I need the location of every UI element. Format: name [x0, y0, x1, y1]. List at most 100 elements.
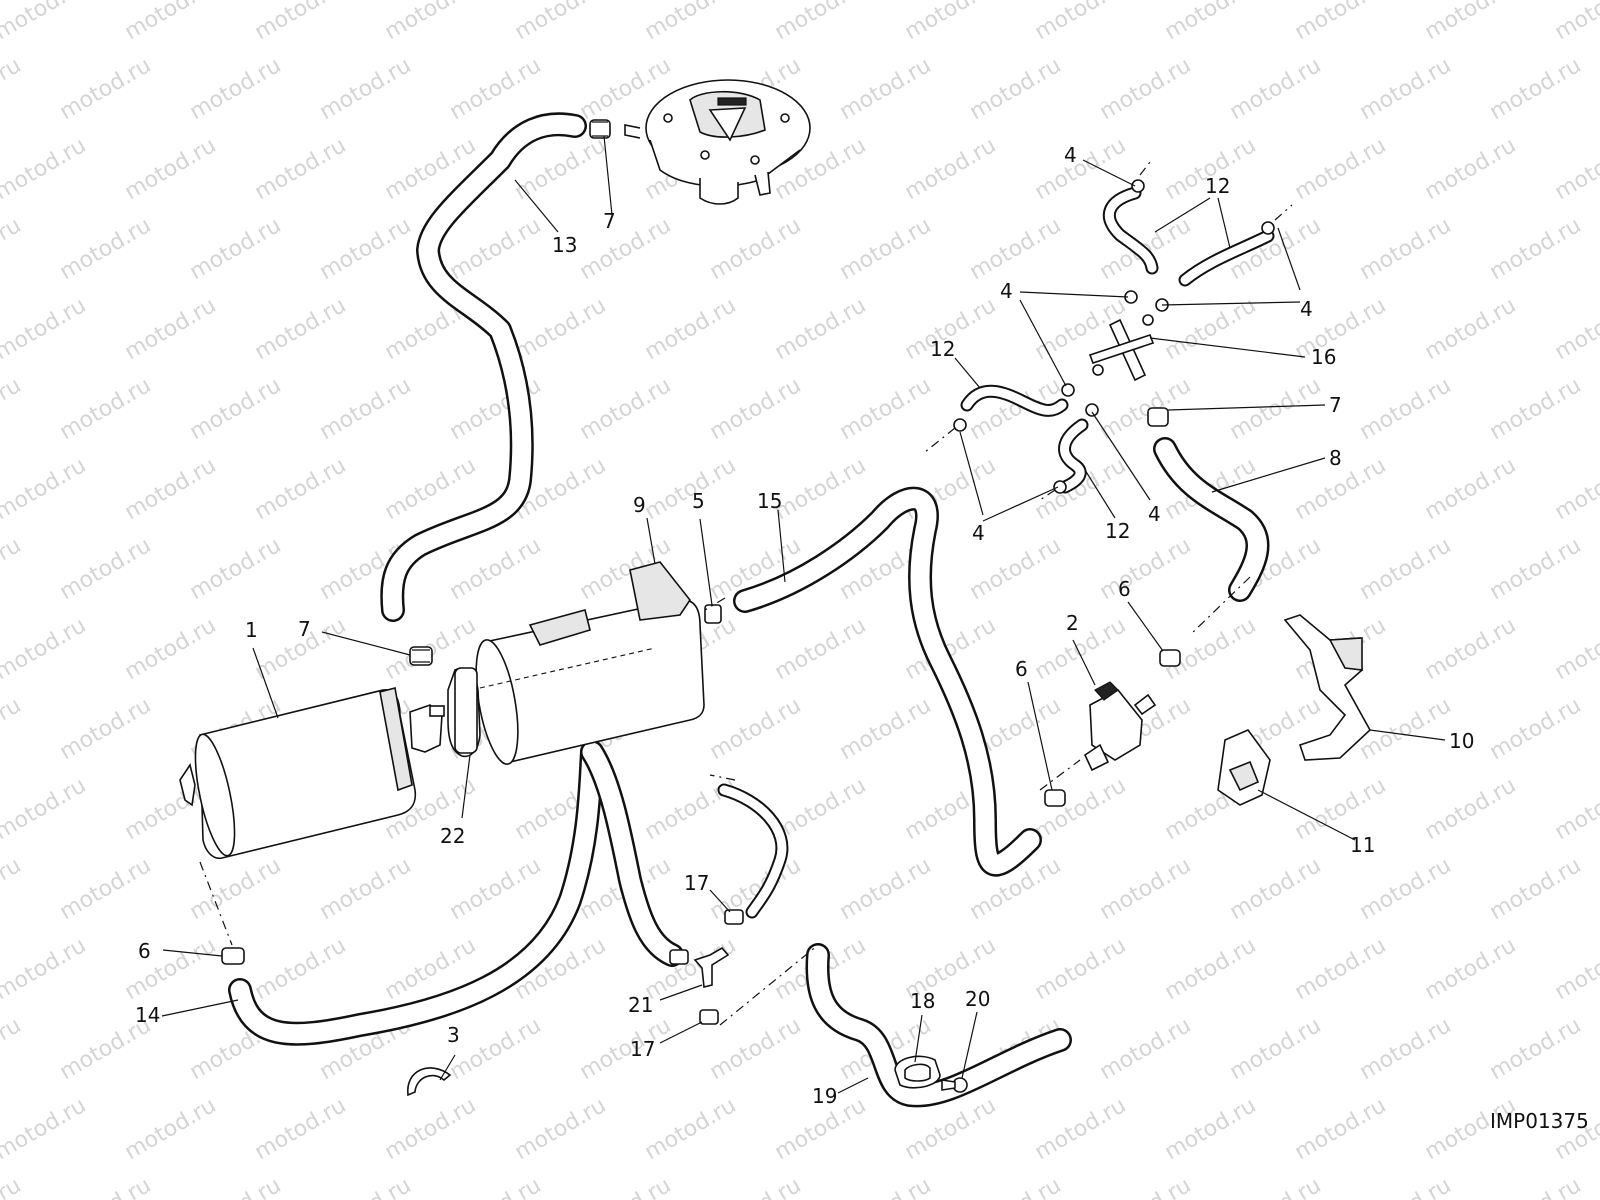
watermark-text: motod.ru — [0, 613, 90, 685]
watermark-text: motod.ru — [121, 133, 221, 205]
gasket-22 — [454, 667, 478, 754]
watermark-text: motod.ru — [1421, 133, 1521, 205]
watermark-text: motod.ru — [1096, 533, 1196, 605]
callout-16: 16 — [1311, 345, 1336, 369]
watermark-text: motod.ru — [1421, 773, 1521, 845]
callouts: 1 2 3 4 4 4 4 4 5 6 6 6 7 7 7 8 9 10 11 … — [135, 143, 1474, 1108]
watermark-text: motod.ru — [836, 1173, 936, 1200]
clamps-4 — [953, 179, 1275, 494]
callout-4-top: 4 — [1064, 143, 1077, 167]
callout-22: 22 — [440, 824, 465, 848]
callout-4-lower: 4 — [972, 521, 985, 545]
watermark-text: motod.ru — [121, 1093, 221, 1165]
watermark-text: motod.ru — [251, 1093, 351, 1165]
watermark-text: motod.ru — [1421, 293, 1521, 365]
watermark-text: motod.ru — [1031, 933, 1131, 1005]
watermark-text: motod.ru — [576, 1013, 676, 1085]
watermark-text: motod.ru — [0, 933, 90, 1005]
watermark-text: motod.ru — [446, 1013, 546, 1085]
callout-9: 9 — [633, 493, 646, 517]
callout-19: 19 — [812, 1084, 837, 1108]
callout-14: 14 — [135, 1003, 160, 1027]
watermark-text: motod.ru — [251, 933, 351, 1005]
fuel-filler-cap — [624, 79, 811, 205]
callout-18: 18 — [910, 989, 935, 1013]
callout-2: 2 — [1066, 611, 1079, 635]
watermark-text: motod.ru — [706, 1173, 806, 1200]
watermark-text: motod.ru — [56, 1173, 156, 1200]
watermark-text: motod.ru — [316, 213, 416, 285]
clamp-18 — [894, 1055, 941, 1089]
watermark-text: motod.ru — [1421, 613, 1521, 685]
watermark-text: motod.ru — [121, 933, 221, 1005]
clip-3 — [407, 1067, 452, 1097]
watermark-text: motod.ru — [0, 773, 90, 845]
watermark-text: motod.ru — [186, 533, 286, 605]
watermark-text: motod.ru — [1356, 213, 1456, 285]
watermark-text: motod.ru — [511, 0, 611, 45]
watermark-text: motod.ru — [641, 453, 741, 525]
watermark-text: motod.ru — [966, 213, 1066, 285]
watermark-text: motod.ru — [576, 1173, 676, 1200]
watermark-text: motod.ru — [0, 853, 25, 925]
callout-12-left: 12 — [930, 337, 955, 361]
watermark-text: motod.ru — [1551, 0, 1600, 45]
watermark-text: motod.ru — [1031, 0, 1131, 45]
watermark-text: motod.ru — [56, 533, 156, 605]
watermark-text: motod.ru — [1356, 1173, 1456, 1200]
center-lines — [199, 161, 1293, 1026]
watermark-text: motod.ru — [186, 373, 286, 445]
callout-1: 1 — [245, 618, 258, 642]
callout-7-tee: 7 — [1329, 393, 1342, 417]
callout-6-mid: 6 — [1015, 657, 1028, 681]
callout-17-bottom: 17 — [630, 1037, 655, 1061]
watermark-text: motod.ru — [251, 293, 351, 365]
watermark-text: motod.ru — [1161, 933, 1261, 1005]
clamps-6 — [221, 649, 1181, 965]
clamp-7-canister — [409, 646, 433, 666]
watermark-text: motod.ru — [771, 293, 871, 365]
watermark-text: motod.ru — [1551, 613, 1600, 685]
watermark-text: motod.ru — [186, 1173, 286, 1200]
bracket — [1283, 614, 1372, 761]
watermark-text: motod.ru — [1486, 1013, 1586, 1085]
callout-15: 15 — [757, 489, 782, 513]
callout-20: 20 — [965, 987, 990, 1011]
watermark-text: motod.ru — [966, 1173, 1066, 1200]
watermark-text: motod.ru — [1096, 853, 1196, 925]
hoses — [228, 112, 1275, 1108]
watermark-text: motod.ru — [1291, 933, 1391, 1005]
watermark-text: motod.ru — [0, 0, 90, 45]
watermark-text: motod.ru — [771, 613, 871, 685]
watermark-text: motod.ru — [1031, 133, 1131, 205]
callout-21: 21 — [628, 993, 653, 1017]
callout-17-top: 17 — [684, 871, 709, 895]
watermark-text: motod.ru — [706, 373, 806, 445]
canister — [179, 687, 445, 860]
watermark-text: motod.ru — [56, 53, 156, 125]
watermark-text: motod.ru — [966, 53, 1066, 125]
watermark-text: motod.ru — [1486, 213, 1586, 285]
watermark-text: motod.ru — [576, 373, 676, 445]
watermark-text: motod.ru — [186, 53, 286, 125]
watermark-text: motod.ru — [381, 1093, 481, 1165]
watermark-text: motod.ru — [1096, 1013, 1196, 1085]
watermark-text: motod.ru — [1031, 773, 1131, 845]
watermark-text: motod.ru — [381, 0, 481, 45]
watermark-text: motod.ru — [0, 53, 25, 125]
rubber-holder — [1217, 729, 1271, 806]
clamp-7-tee — [1147, 407, 1169, 427]
watermark-text: motod.ru — [0, 1013, 25, 1085]
watermark-text: motod.ru — [836, 693, 936, 765]
watermark-text: motod.ru — [1226, 853, 1326, 925]
watermark-text: motod.ru — [1226, 53, 1326, 125]
watermark-text: motod.ru — [1486, 693, 1586, 765]
callout-10: 10 — [1449, 729, 1474, 753]
watermark-text: motod.ru — [316, 1173, 416, 1200]
watermark-text: motod.ru — [771, 0, 871, 45]
watermark-text: motod.ru — [1291, 133, 1391, 205]
callout-5: 5 — [692, 489, 705, 513]
watermark-text: motod.ru — [56, 693, 156, 765]
watermark-text: motod.ru — [251, 0, 351, 45]
watermark-text: motod.ru — [836, 53, 936, 125]
